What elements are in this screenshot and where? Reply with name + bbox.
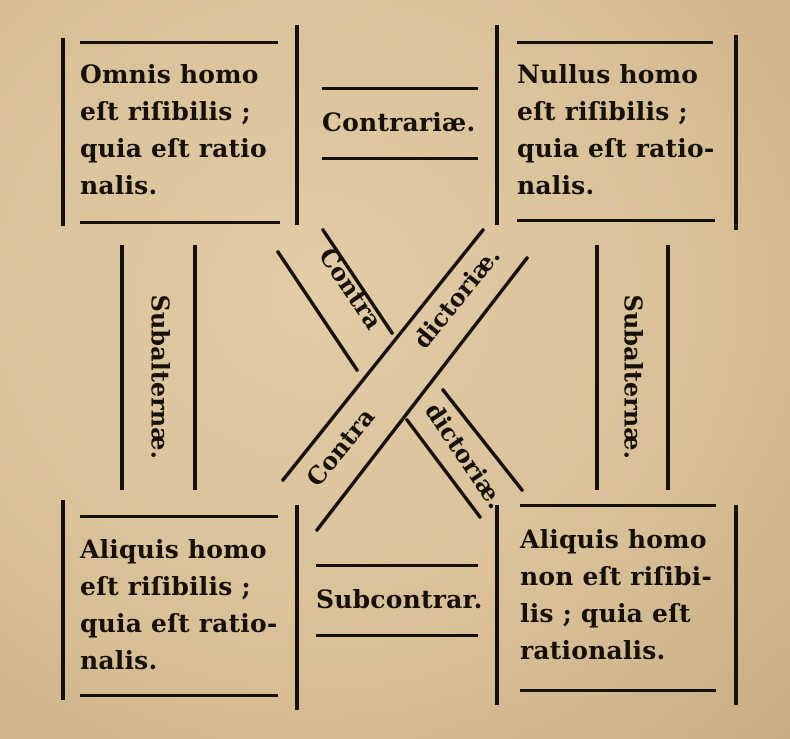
rule <box>193 245 197 490</box>
rule <box>322 87 478 90</box>
contradictoriae-b-part1: Contra <box>300 402 380 492</box>
box-rule <box>520 689 716 692</box>
text-line: eſt riſibilis ; <box>517 97 688 126</box>
text-line: nalis. <box>80 171 158 200</box>
box-border <box>295 505 299 710</box>
band-b-line <box>281 228 485 482</box>
text-line: eſt riſibilis ; <box>80 97 251 126</box>
text-line: quia eſt ratio <box>80 134 267 163</box>
band-b-line <box>315 256 529 532</box>
box-rule <box>517 41 713 44</box>
proposition-e: Nullus homo eſt riſibilis ; quia eſt rat… <box>517 56 714 204</box>
box-rule <box>520 504 716 507</box>
text-line: non eſt riſibi- <box>520 562 712 591</box>
box-rule <box>80 221 280 224</box>
text-line: Nullus homo <box>517 60 699 89</box>
band-a-line <box>405 418 482 519</box>
band-a-line <box>321 228 394 335</box>
contrariae-label: Contrariæ. <box>322 108 476 137</box>
band-a-line <box>276 250 359 372</box>
text-line: Aliquis homo <box>80 535 267 564</box>
box-border <box>734 505 738 705</box>
box-rule <box>80 694 278 697</box>
proposition-a: Omnis homo eſt riſibilis ; quia eſt rati… <box>80 56 267 204</box>
proposition-i: Aliquis homo eſt riſibilis ; quia eſt ra… <box>80 531 277 679</box>
box-border <box>61 38 65 226</box>
rule <box>595 245 599 490</box>
rule <box>316 634 478 637</box>
text-line: quia eſt ratio- <box>517 134 715 163</box>
text-line: Aliquis homo <box>520 525 707 554</box>
box-border <box>295 25 299 225</box>
rule <box>316 564 478 567</box>
text-line: rationalis. <box>520 636 666 665</box>
box-rule <box>517 219 715 222</box>
subcontrariae-label: Subcontrar. <box>316 585 483 614</box>
box-border <box>495 25 499 225</box>
rule <box>120 245 124 490</box>
text-line: eſt riſibilis ; <box>80 572 251 601</box>
text-line: quia eſt ratio- <box>80 609 278 638</box>
text-line: Omnis homo <box>80 60 259 89</box>
band-a-line <box>441 388 524 492</box>
rule <box>666 245 670 490</box>
box-border <box>495 505 499 705</box>
box-rule <box>80 515 278 518</box>
box-border <box>61 500 65 700</box>
text-line: nalis. <box>80 646 158 675</box>
box-border <box>734 35 738 230</box>
proposition-o: Aliquis homo non eſt riſibi- lis ; quia … <box>520 521 712 669</box>
contradictoriae-b-part2: dictoriæ. <box>407 241 506 353</box>
rule <box>322 157 478 160</box>
box-rule <box>80 41 278 44</box>
text-line: nalis. <box>517 171 595 200</box>
text-line: lis ; quia eſt <box>520 599 691 628</box>
